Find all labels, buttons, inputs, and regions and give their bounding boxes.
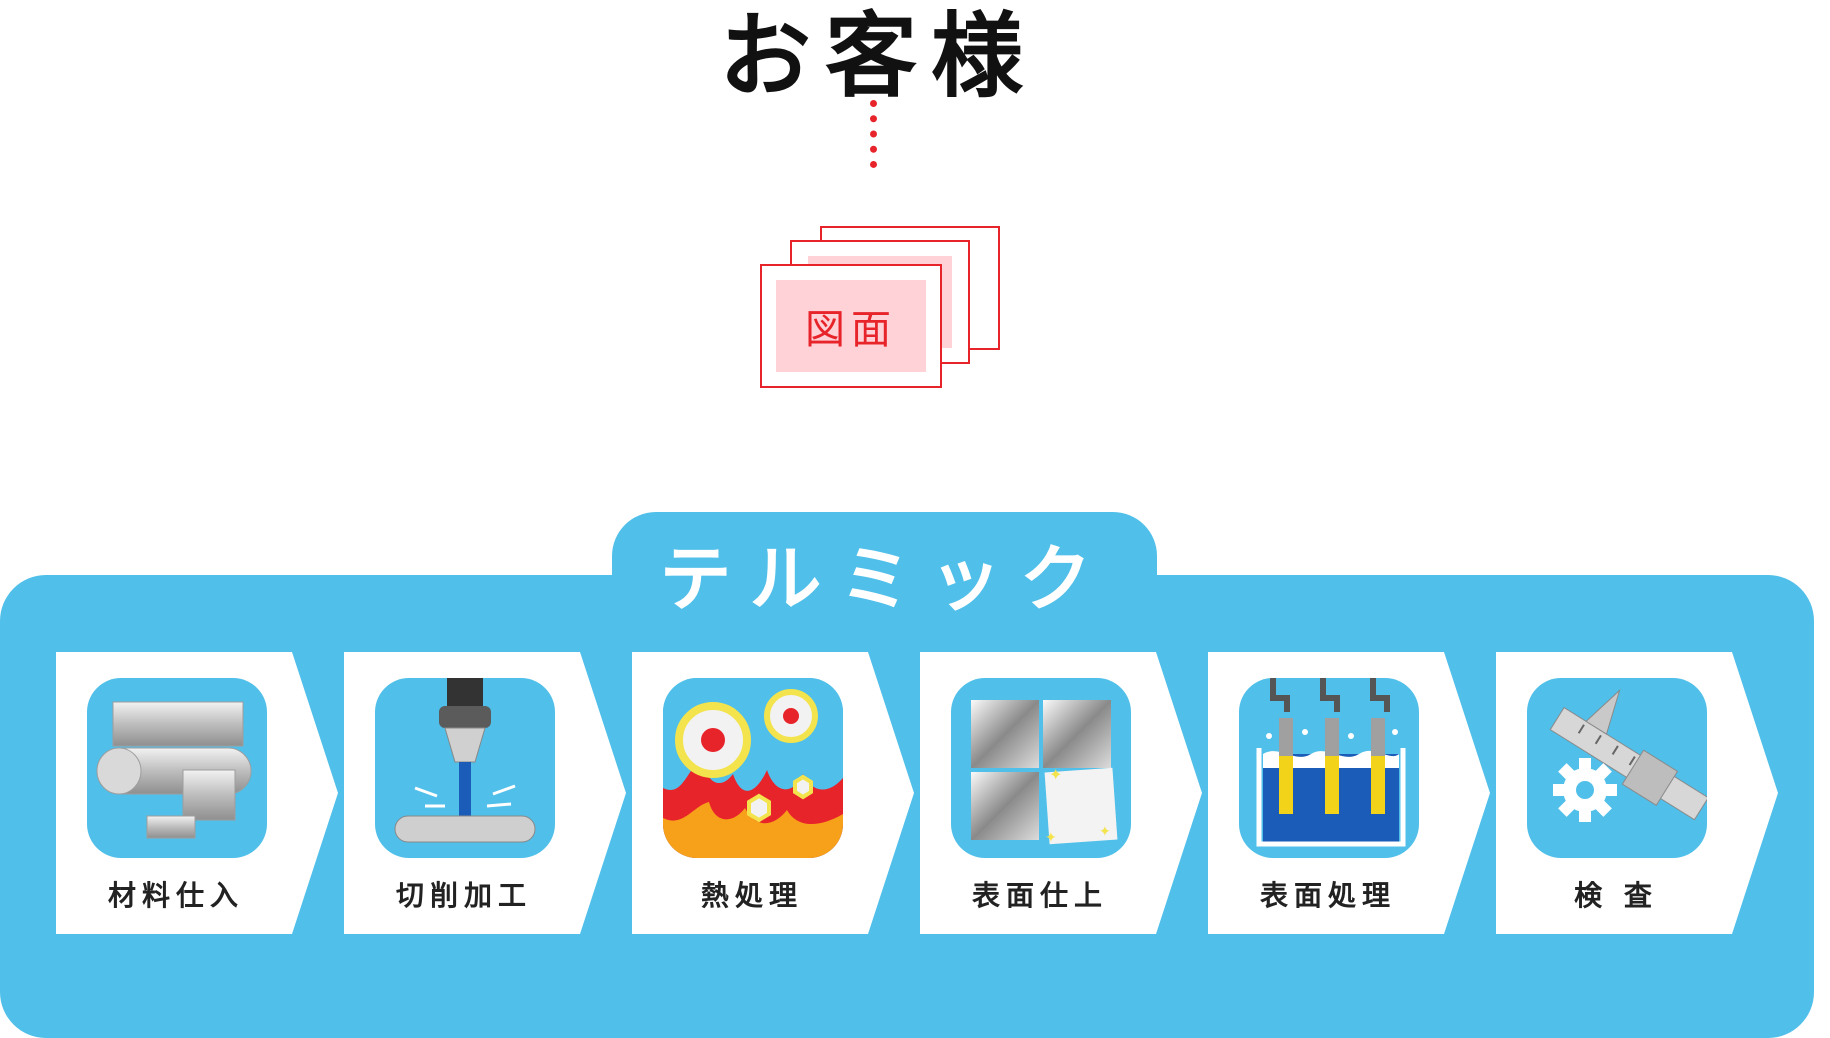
- drawing-sheet-front: 図面: [760, 264, 942, 388]
- step-label: 表面仕上: [971, 879, 1108, 912]
- process-step-heat: 熱処理: [632, 652, 914, 934]
- process-step-cutting: 切削加工: [344, 652, 626, 934]
- svg-text:✦: ✦: [1045, 830, 1057, 846]
- cutting-icon: [375, 678, 555, 858]
- process-step-surface-finish: ✦ ✦ ✦ 表面仕上: [920, 652, 1202, 934]
- process-step-surface-treatment: 表面処理: [1208, 652, 1490, 934]
- step-label: 切削加工: [395, 879, 532, 912]
- step-label: 材料仕入: [107, 879, 244, 912]
- surface-treatment-icon: [1239, 678, 1419, 858]
- surface-finish-icon: ✦ ✦ ✦: [951, 678, 1131, 858]
- svg-text:✦: ✦: [1049, 765, 1062, 784]
- drawing-label: 図面: [805, 307, 897, 353]
- inspection-icon: [1527, 678, 1707, 858]
- process-step-material: 材料仕入: [56, 652, 338, 934]
- process-step-inspection: 検 査: [1496, 652, 1778, 934]
- company-name: テルミック: [659, 537, 1110, 621]
- raw-material-icon: [87, 678, 267, 858]
- step-label: 熱処理: [700, 879, 803, 912]
- drawing-stack: 図面: [0, 0, 1830, 400]
- dotted-connector: [870, 100, 877, 168]
- step-label: 表面処理: [1259, 879, 1396, 912]
- step-label: 検 査: [1574, 879, 1658, 912]
- customer-title: お客様: [718, 3, 1037, 110]
- heat-treatment-icon: [663, 678, 843, 858]
- svg-text:✦: ✦: [1099, 824, 1111, 840]
